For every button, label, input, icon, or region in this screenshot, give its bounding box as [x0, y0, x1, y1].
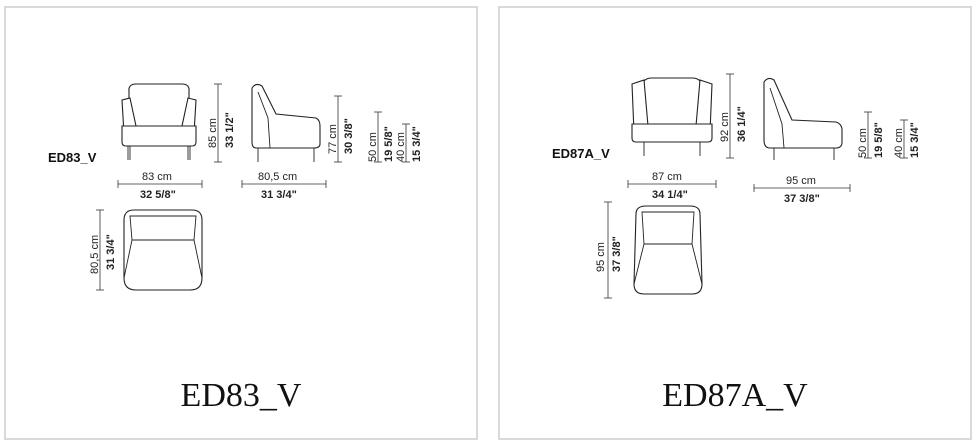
top-depth-cm: 95 cm	[595, 242, 607, 272]
seat-height-in: 15 3/4"	[411, 126, 423, 162]
seat-height-in: 15 3/4"	[909, 122, 921, 158]
top-view-chair	[123, 209, 203, 291]
arm-height-cm: 50 cm	[367, 132, 379, 162]
seat-height-cm: 40 cm	[893, 128, 905, 158]
arm-height-cm: 50 cm	[857, 128, 869, 158]
product-card-ed83: ED83_V 85 cm 33 1/2" 83 cm 32 5/8"	[4, 6, 478, 440]
back-height-cm: 77 cm	[327, 124, 339, 154]
side-depth-in: 31 3/4"	[261, 189, 297, 201]
front-height-cm: 92 cm	[719, 112, 731, 142]
dimension-drawing: ED87A_V 92 cm 36 1/4" 87 cm 34 1/4"	[552, 73, 921, 299]
front-height-in: 33 1/2"	[224, 112, 236, 148]
top-depth-in: 31 3/4"	[105, 234, 117, 270]
front-width-in: 32 5/8"	[140, 189, 176, 201]
front-width-in: 34 1/4"	[652, 189, 688, 201]
product-caption: ED87A_V	[662, 377, 808, 414]
product-card-ed87a: ED87A_V 92 cm 36 1/4" 87 cm 34 1/4"	[498, 6, 972, 440]
arm-height-in: 19 5/8"	[873, 122, 885, 158]
model-label: ED83_V	[48, 150, 97, 165]
top-depth-in: 37 3/8"	[611, 236, 623, 272]
front-view-chair	[631, 77, 713, 156]
top-view-chair	[633, 205, 703, 295]
front-height-in: 36 1/4"	[736, 106, 748, 142]
side-depth-in: 37 3/8"	[784, 193, 820, 205]
front-view-chair	[121, 83, 197, 160]
back-height-in: 30 3/8"	[343, 118, 355, 154]
arm-height-in: 19 5/8"	[383, 126, 395, 162]
side-view-chair	[251, 83, 321, 162]
seat-height-cm: 40 cm	[395, 132, 407, 162]
side-depth-cm: 95 cm	[786, 175, 816, 187]
dimension-drawing: ED83_V 85 cm 33 1/2" 83 cm 32 5/8"	[48, 83, 423, 291]
side-view-chair	[763, 77, 843, 160]
front-height-cm: 85 cm	[207, 118, 219, 148]
front-width-cm: 83 cm	[142, 171, 172, 183]
top-depth-cm: 80,5 cm	[89, 235, 101, 274]
model-label: ED87A_V	[552, 146, 610, 161]
side-depth-cm: 80,5 cm	[258, 171, 297, 183]
product-caption: ED83_V	[180, 377, 302, 414]
front-width-cm: 87 cm	[652, 171, 682, 183]
